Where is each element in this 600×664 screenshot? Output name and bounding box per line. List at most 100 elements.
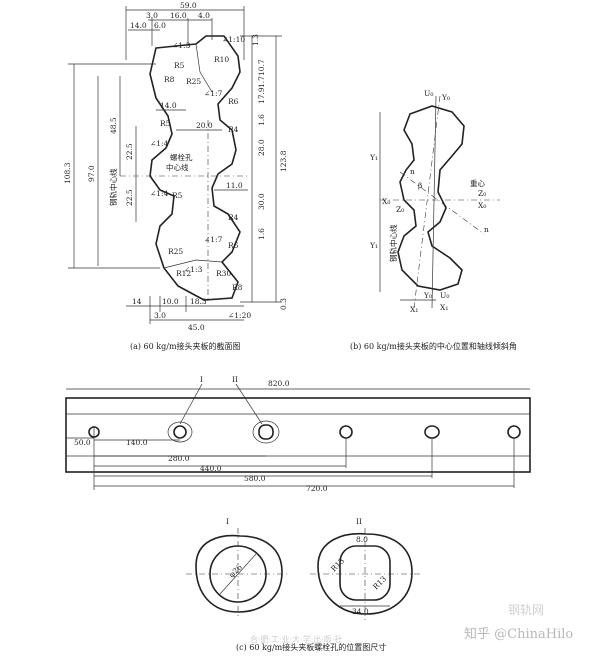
label-n-top: n xyxy=(410,167,415,176)
dim-14-bottom: 14 xyxy=(132,297,142,306)
watermark-logo: 知乎 @ChinaHilo xyxy=(464,626,573,642)
leader-hole-2 xyxy=(235,383,263,425)
dim-14-top: 14.0 xyxy=(130,21,147,30)
caption-b: (b) 60 kg/m接头夹板的中心位置和轴线倾斜角 xyxy=(350,341,517,351)
slope-1-4-bottom: ∠1:4 xyxy=(150,189,169,198)
bolt-hole-2-outer xyxy=(167,421,193,443)
dim-18-3: 18.3 xyxy=(190,297,207,306)
slope-1-3-bottom: ∠1:3 xyxy=(184,265,203,274)
dim-440: 440.0 xyxy=(200,464,222,473)
dim-r13-left: R13 xyxy=(329,556,346,573)
detail-1-outline xyxy=(195,534,283,613)
dim-50: 50.0 xyxy=(74,438,91,447)
dim-10: 10.0 xyxy=(162,297,179,306)
detail-label-1: I xyxy=(226,517,229,526)
radius-r6-bottom: R6 xyxy=(228,241,239,250)
dim-280: 280.0 xyxy=(168,454,190,463)
radius-r10: R10 xyxy=(214,55,229,64)
radius-r5-mid: R5 xyxy=(160,119,171,128)
profile-inner-line xyxy=(195,43,213,93)
dim-97: 97.0 xyxy=(87,165,96,182)
dim-6: 6.0 xyxy=(154,21,166,30)
label-beta: β xyxy=(418,181,422,190)
dim-22-5-top: 22.5 xyxy=(125,143,134,160)
dim-3: 3.0 xyxy=(146,11,158,20)
caption-a: (a) 60 kg/m接头夹板的截面图 xyxy=(130,341,241,351)
dim-16: 16.0 xyxy=(170,11,187,20)
leader-hole-1 xyxy=(179,383,203,425)
radius-r6-top: R6 xyxy=(228,97,239,106)
dim-10-7: 10.7 xyxy=(257,59,266,76)
slope-1-3-top: ∠1:3 xyxy=(172,41,191,50)
dim-108-3: 108.3 xyxy=(63,162,72,184)
dim-820: 820.0 xyxy=(268,379,290,388)
watermark-faint: 合·肥·工·业·大·学·出·版·社 xyxy=(250,634,342,644)
hole-marker-2: II xyxy=(232,375,238,384)
label-centroid: 重心 xyxy=(470,179,485,188)
dim-123-8: 123.8 xyxy=(279,150,288,172)
vertical-axis-y0 xyxy=(431,95,437,309)
dim-1-7: 1.7 xyxy=(257,76,266,88)
slope-1-20: ∠1:20 xyxy=(228,311,251,320)
hole-marker-1: I xyxy=(200,375,203,384)
dim-r13-right: R13 xyxy=(371,574,388,591)
label-bolt-center-1: 螺栓孔 xyxy=(170,152,193,162)
radius-r25-top: R25 xyxy=(186,77,201,86)
detail-label-2: II xyxy=(356,517,362,526)
slope-1-4-top: ∠1:4 xyxy=(150,139,169,148)
dim-1-3: 1.3 xyxy=(251,34,260,46)
dim-30: 30.0 xyxy=(257,193,266,210)
label-z0-right: Z₀ xyxy=(478,189,486,198)
dim-1-6-bottom: 1.6 xyxy=(257,228,266,240)
label-rail-center-b: 钢轨中心线 xyxy=(388,224,398,262)
bolt-hole-5 xyxy=(424,425,440,439)
dim-phi26: φ26 xyxy=(227,562,244,579)
dim-11: 11.0 xyxy=(226,181,243,190)
dim-720: 720.0 xyxy=(306,484,328,493)
panel-c-hole-layout: 820.0 I II 50.0 140.0 280.0 440.0 580 xyxy=(65,375,531,652)
panel-b-centroid: U₀ Y₀ Y₁ X₀ Z₀ Z₀ X₀ n n β Y₁ X₁ Y₀ U₀ X… xyxy=(350,89,517,351)
detail-2-outline xyxy=(317,532,413,615)
label-z0-left: Z₀ xyxy=(396,205,404,214)
label-x1-bottom: X₁ xyxy=(410,305,418,314)
dim-3-bottom: 3.0 xyxy=(154,311,166,320)
dim-8: 8.0 xyxy=(356,535,368,544)
dim-0-3: 0.3 xyxy=(279,298,288,310)
bolt-hole-6 xyxy=(507,425,521,439)
axis-n xyxy=(399,171,485,235)
radius-r5-lower: R5 xyxy=(172,191,183,200)
panel-a-cross-section: 59.0 3.0 16.0 4.0 14.0 6.0 ∠1:3 ∠1:10 1.… xyxy=(63,1,288,351)
label-y0-top: Y₀ xyxy=(441,93,450,102)
profile-inner-line-2 xyxy=(163,259,223,269)
caption-c: (c) 60 kg/m接头夹板螺栓孔的位置图尺寸 xyxy=(236,642,386,652)
slope-1-7-bottom: ∠1:7 xyxy=(204,235,223,244)
label-x1-right: X₁ xyxy=(440,303,448,312)
radius-r4-bottom: R4 xyxy=(228,213,239,222)
label-u0-top: U₀ xyxy=(424,89,433,98)
label-n-bottom: n xyxy=(484,225,489,234)
fishplate-profile-b xyxy=(397,105,465,291)
label-y1-top: Y₁ xyxy=(369,153,378,162)
radius-r30: R30 xyxy=(216,269,231,278)
bolt-hole-2 xyxy=(173,425,187,439)
radius-r8-bottom: R8 xyxy=(232,283,243,292)
dim-4: 4.0 xyxy=(198,11,210,20)
radius-r4-top: R4 xyxy=(228,125,239,134)
dim-45: 45.0 xyxy=(188,323,205,332)
label-y0-bottom: Y₀ xyxy=(423,291,432,300)
radius-r25-bottom: R25 xyxy=(168,247,183,256)
label-y1-bottom: Y₁ xyxy=(369,241,378,250)
radius-r8-top: R8 xyxy=(164,75,175,84)
dim-20: 20.0 xyxy=(196,121,213,130)
label-bolt-center-2: 中心线 xyxy=(166,162,189,172)
dim-34: 34.0 xyxy=(352,607,369,616)
label-u0-bottom: U₀ xyxy=(440,291,449,300)
bolt-hole-3 xyxy=(258,424,274,440)
dim-48-5: 48.5 xyxy=(109,117,118,134)
slope-1-10: ∠1:10 xyxy=(222,35,245,44)
dim-28: 28.0 xyxy=(257,139,266,156)
dim-22-5-bottom: 22.5 xyxy=(125,189,134,206)
detail-1-dim-line xyxy=(219,553,257,595)
